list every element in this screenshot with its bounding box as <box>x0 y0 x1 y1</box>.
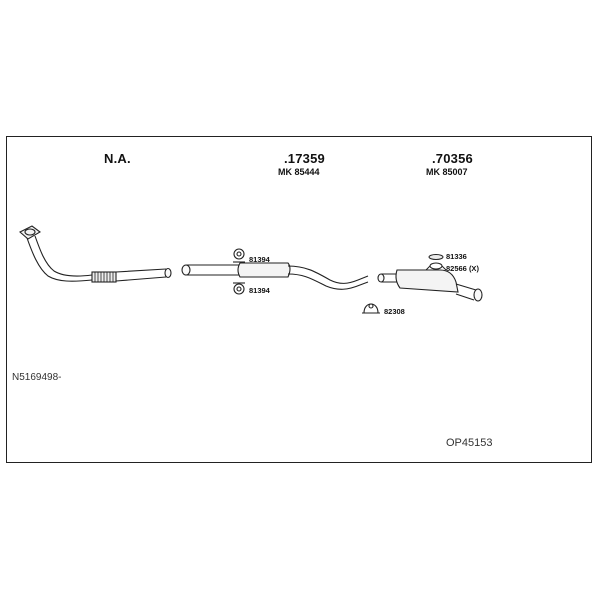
hanger-lower-icon <box>233 282 245 295</box>
kit-number: OP45153 <box>446 437 493 449</box>
hanger-upper-icon <box>233 248 245 263</box>
rear-silencer-mk-code: MK 85007 <box>426 167 468 177</box>
front-pipe <box>19 225 172 283</box>
middle-silencer-part-number: .17359 <box>284 151 325 166</box>
kit-label: 82566 (X) <box>446 264 479 273</box>
clamp-icon <box>362 303 380 314</box>
kit-icon <box>425 262 447 271</box>
middle-silencer <box>181 262 369 290</box>
middle-silencer-mk-code: MK 85444 <box>278 167 320 177</box>
rear-silencer <box>377 269 483 302</box>
clamp-label: 82308 <box>384 307 405 316</box>
hanger-lower-label: 81394 <box>249 286 270 295</box>
gasket-icon <box>428 254 444 260</box>
front-pipe-part-number: N.A. <box>104 151 131 166</box>
rear-silencer-part-number: .70356 <box>432 151 473 166</box>
hanger-upper-label: 81394 <box>249 255 270 264</box>
reference-code: N5169498- <box>12 372 62 383</box>
gasket-label: 81336 <box>446 252 467 261</box>
diagram-frame <box>6 136 592 463</box>
